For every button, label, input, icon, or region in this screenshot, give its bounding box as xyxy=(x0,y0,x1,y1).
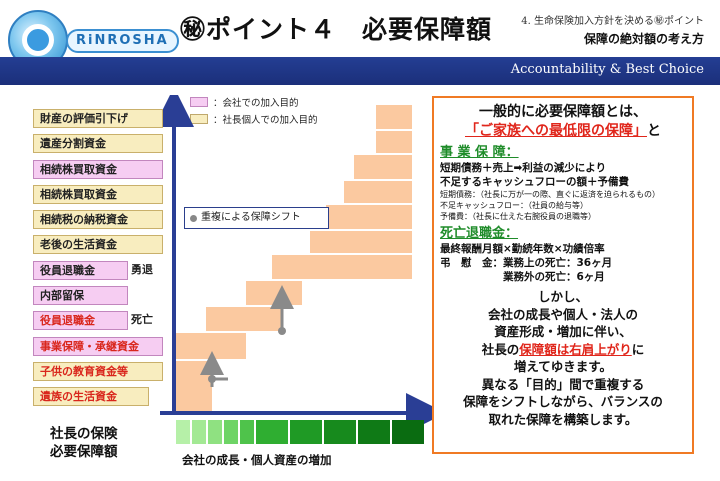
growth-segment xyxy=(192,420,206,444)
coverage-block xyxy=(326,205,412,229)
purpose-label: 役員退職金 xyxy=(33,311,128,331)
explanation-box: 一般的に必要保障額とは、 「ご家族への最低限の保障」と 事 業 保 障： 短期債… xyxy=(432,96,694,454)
shift-label-box: 重複による保障シフト xyxy=(184,207,329,229)
coverage-staircase-chart xyxy=(154,95,440,433)
growth-segment xyxy=(256,420,288,444)
growth-gradient-bar xyxy=(176,420,426,444)
page-title: ㊙ポイント４ 必要保障額 xyxy=(180,15,493,44)
header-band: Accountability & Best Choice xyxy=(0,57,720,85)
conclusion-5: 増えてゆきます。 xyxy=(513,359,613,374)
purpose-label: 相続株買取資金 xyxy=(33,184,163,204)
business-note-1: 短期債務：（社長に万が一の際、直ぐに返済を迫られるもの） xyxy=(440,190,660,199)
coverage-block xyxy=(176,333,246,359)
growth-segment xyxy=(324,420,356,444)
conclusion-2: 会社の成長や個人・法人の xyxy=(487,306,638,322)
shift-marker-icon xyxy=(190,215,197,222)
growth-caption: 会社の成長・個人資産の増加 xyxy=(182,453,332,467)
business-line-2: 不足するキャッシュフローの額＋予備費 xyxy=(440,176,629,188)
death-retirement-heading: 死亡退職金： xyxy=(440,226,519,241)
purpose-label: 遺産分割資金 xyxy=(33,134,163,154)
death-line-1: 最終報酬月額×勤続年数×功績倍率 xyxy=(440,243,605,255)
info-head-2: 「ご家族への最低限の保障」と xyxy=(440,122,686,141)
legend-company-label: ：会社での加入目的 xyxy=(213,98,299,109)
logo-ring-icon xyxy=(22,24,54,56)
coverage-block xyxy=(376,131,412,153)
purpose-label: 役員退職金 xyxy=(33,260,128,280)
coverage-block xyxy=(206,307,282,331)
rinrosha-logo: RiNROSHA xyxy=(8,10,179,70)
business-guarantee-heading: 事 業 保 障： xyxy=(440,145,519,160)
growth-segment xyxy=(240,420,254,444)
growth-segment xyxy=(290,420,322,444)
growth-segment xyxy=(176,420,190,444)
purpose-label: 老後の生活資金 xyxy=(33,235,163,255)
conclusion-4-post: に xyxy=(631,341,645,357)
required-coverage-line1: 社長の保険 xyxy=(50,426,118,442)
purpose-note: 死亡 xyxy=(131,313,153,327)
growth-segment xyxy=(392,420,424,444)
purpose-label: 内部留保 xyxy=(33,286,128,306)
conclusion-1: しかし、 xyxy=(537,289,588,304)
coverage-block xyxy=(246,281,302,305)
info-head-red: 「ご家族への最低限の保障」 xyxy=(465,123,647,139)
info-head-tail: と xyxy=(647,123,661,139)
required-coverage-line2: 必要保障額 xyxy=(50,444,118,460)
coverage-block xyxy=(344,181,412,203)
purpose-list: 財産の評価引下げ遺産分割資金相続株買取資金相続株買取資金相続税の納税資金老後の生… xyxy=(33,109,163,413)
info-head-1: 一般的に必要保障額とは、 xyxy=(479,104,647,120)
legend-personal-label: ：社長個人での加入目的 xyxy=(213,115,318,126)
death-line-2: 弔 慰 金：業務上の死亡：36ヶ月 xyxy=(440,257,613,269)
coverage-block xyxy=(376,105,412,129)
logo-text: RiNROSHA xyxy=(66,29,179,53)
purpose-label: 遺族の生活資金 xyxy=(33,387,149,407)
shift-arrows xyxy=(200,285,294,387)
coverage-block xyxy=(354,155,412,179)
purpose-label: 財産の評価引下げ xyxy=(33,109,163,128)
conclusion-3: 資産形成・増加に伴い、 xyxy=(494,324,632,339)
business-note-3: 予備費：（社長に仕えた右腕役員の退職等） xyxy=(440,212,596,221)
purpose-label: 事業保障・承継資金 xyxy=(33,336,163,356)
purpose-label: 子供の教育資金等 xyxy=(33,361,163,381)
conclusion-4: 社長の保障額は右肩上がりに xyxy=(440,341,686,359)
conclusion-6: 異なる「目的」間で重複する xyxy=(481,376,645,392)
coverage-block xyxy=(310,231,412,253)
purpose-label: 相続税の納税資金 xyxy=(33,210,163,230)
business-line-1: 短期債務＋売上➡利益の減少により xyxy=(440,162,607,174)
section-subtitle: 4. 生命保険加入方針を決める㊙ポイント xyxy=(521,16,704,27)
business-note-2: 不足キャッシュフロー：（社員の給与等） xyxy=(440,201,588,210)
purpose-label: 相続株買取資金 xyxy=(33,159,163,179)
shift-label: 重複による保障シフト xyxy=(201,212,301,223)
coverage-block xyxy=(272,255,412,279)
death-line-3: 業務外の死亡：6ヶ月 xyxy=(440,271,605,283)
purpose-note: 勇退 xyxy=(131,262,153,276)
conclusion-7: 保障をシフトしながら、バランスの xyxy=(463,394,663,409)
conclusion-4-pre: 社長の xyxy=(481,341,520,357)
growth-segment xyxy=(358,420,390,444)
required-coverage-label: 社長の保険 必要保障額 xyxy=(50,425,118,461)
growth-segment xyxy=(208,420,222,444)
shift-dot-2 xyxy=(278,327,286,335)
conclusion-4-red: 保障額は右肩上がり xyxy=(519,341,632,357)
band-slogan: Accountability & Best Choice xyxy=(510,62,704,77)
conclusion-8: 取れた保障を構築します。 xyxy=(488,411,638,427)
growth-segment xyxy=(224,420,238,444)
coverage-block xyxy=(176,361,212,411)
topic-subtitle: 保障の絶対額の考え方 xyxy=(583,32,704,46)
